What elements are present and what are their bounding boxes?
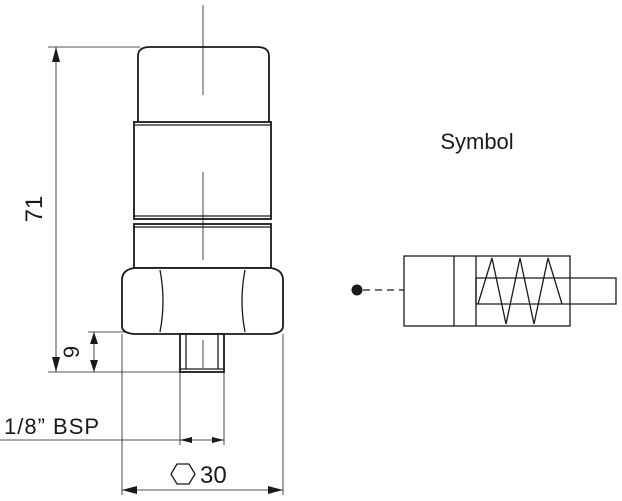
- thread-length-dimension: 9: [59, 331, 182, 372]
- height-dimension-label: 71: [21, 196, 48, 223]
- symbol-title: Symbol: [440, 129, 513, 154]
- thread-dimension: 1/8” BSP: [0, 372, 225, 445]
- upper-sleeve: [133, 121, 272, 220]
- threaded-stem: [179, 333, 225, 373]
- thread-size-label: 1/8” BSP: [4, 414, 100, 439]
- hex-size-label: 30: [200, 462, 227, 489]
- spring: [477, 257, 563, 325]
- thread-length-label: 9: [59, 346, 84, 358]
- height-dimension: 71: [21, 46, 182, 373]
- arrowhead-thread-top: [90, 332, 98, 344]
- symbol-area: Symbol: [351, 129, 617, 327]
- plunger: [475, 277, 617, 305]
- top-cap: [137, 46, 270, 122]
- valve-block: [403, 255, 571, 327]
- arrowhead-thread-bottom: [90, 360, 98, 372]
- hex-nut: [121, 267, 284, 335]
- switch-body: [121, 46, 284, 373]
- hex-width-dimension: 30: [121, 334, 284, 495]
- hexagon-icon: [170, 463, 196, 485]
- arrowhead-bottom: [52, 357, 60, 372]
- arrowhead-top: [52, 47, 60, 62]
- pilot-dot: [351, 284, 363, 296]
- lower-sleeve: [133, 223, 272, 269]
